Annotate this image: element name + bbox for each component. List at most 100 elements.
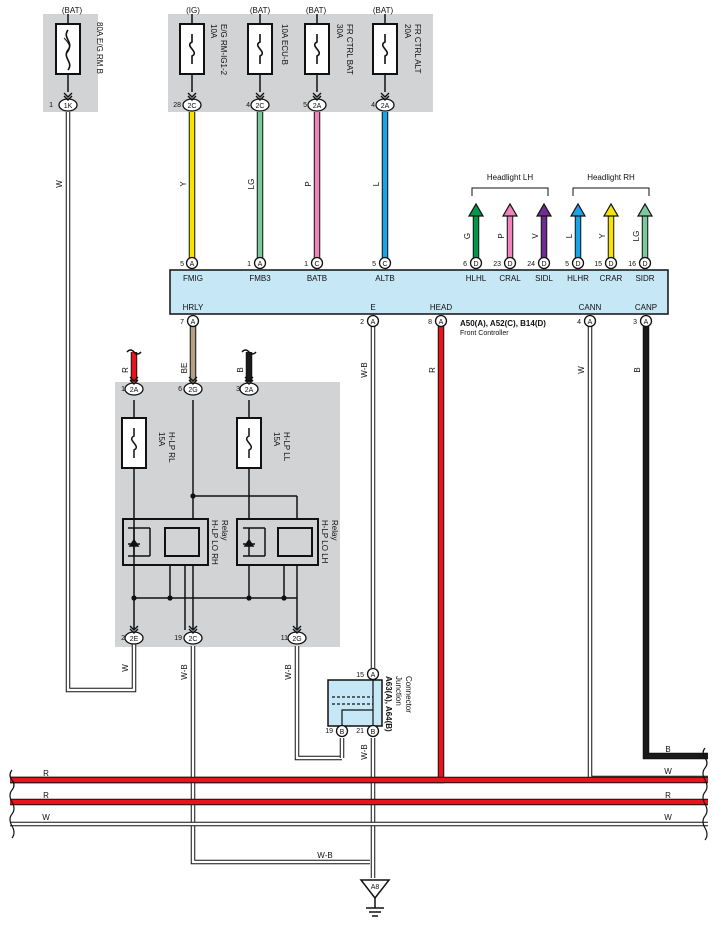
fuse-label-15a-rl-amp: 15A <box>157 432 166 447</box>
fuse-label-15a-ll-name: H-LP LL <box>282 432 291 462</box>
chevron-icon <box>188 625 198 634</box>
fuse-icon <box>313 34 321 64</box>
pin-name-canp: CANP <box>635 303 657 312</box>
junction-connector <box>327 679 383 727</box>
connector-label: D <box>608 261 613 268</box>
connector-label: D <box>507 261 512 268</box>
connector-ctrl-sidr: D <box>638 256 652 270</box>
pin-number: 7 <box>180 319 184 326</box>
pin-number: 16 <box>628 261 636 268</box>
chevron-icon <box>129 625 139 634</box>
pin-number: 8 <box>428 319 432 326</box>
wire-arrowhead <box>636 202 654 217</box>
connector-ctrl-cral: D <box>503 256 517 270</box>
connector-label: 2C <box>189 636 198 643</box>
fuse-icon <box>246 428 252 458</box>
bus-end-tildes <box>9 747 708 841</box>
pin-number: 19 <box>174 635 182 642</box>
connector-ctrl-canp: A <box>639 314 653 328</box>
connector-label: C <box>314 261 319 268</box>
bus-label: B <box>665 745 670 754</box>
pin-number: 4 <box>371 102 375 109</box>
connector-label: 2C <box>256 103 265 110</box>
pin-number: 3 <box>633 319 637 326</box>
fusible-link-icon <box>65 29 71 71</box>
connector-ctrl-altb: C <box>378 256 392 270</box>
connector-2c-4: 2C <box>250 98 270 112</box>
pin-number: 15 <box>594 261 602 268</box>
wire-label: Y <box>598 233 607 239</box>
connector-ctrl-sidl: D <box>537 256 551 270</box>
connector-label: 2A <box>245 387 254 394</box>
connector-label: B <box>340 729 345 736</box>
pin-number: 5 <box>372 261 376 268</box>
pin-name-head: HEAD <box>430 303 452 312</box>
pin-number: 11 <box>281 635 288 642</box>
connector-label: A <box>258 261 263 268</box>
pin-name-sidl: SIDL <box>535 274 553 283</box>
pin-number: 28 <box>173 102 181 109</box>
source-label-1: (BAT) <box>62 6 83 15</box>
controller-subtitle: Front Controller <box>460 330 509 337</box>
headlight-lh-label: Headlight LH <box>487 173 533 182</box>
wire-label: B <box>236 367 245 372</box>
connector-relay-out-2e: 2E <box>124 631 144 645</box>
controller-top-pins: FMIG FMB3 BATB ALTB HLHL CRAL SIDL HLHR … <box>183 274 655 283</box>
pin-name-batb: BATB <box>307 274 327 283</box>
pin-name-cann: CANN <box>579 303 602 312</box>
controller-top-pin-numbers: 5 1 1 5 6 23 24 5 15 16 <box>180 261 636 268</box>
headlight-rh-bracket <box>572 187 650 196</box>
connector-label: A <box>644 319 649 326</box>
source-labels: (BAT) (IG) (BAT) (BAT) (BAT) <box>62 6 394 15</box>
pin-number: 5 <box>180 261 184 268</box>
connector-2c-28: 2C <box>182 98 202 112</box>
wire-label: BE <box>180 363 189 374</box>
wire-label: W <box>577 366 586 374</box>
splice-dots <box>131 493 287 601</box>
connector-label: 2E <box>130 636 139 643</box>
pin-number: 5 <box>565 261 569 268</box>
connector-ctrl-fmig: A <box>185 256 199 270</box>
connector-label: A <box>371 672 376 679</box>
wire-label: L <box>372 181 381 186</box>
pin-name-sidr: SIDR <box>635 274 654 283</box>
connector-label: D <box>473 261 478 268</box>
wire-label: Y <box>179 181 188 187</box>
wire-outline <box>642 326 708 760</box>
wire-label: P <box>304 181 313 186</box>
fuse-label-30a-amp: 30A <box>335 24 344 39</box>
headlight-rh-label: Headlight RH <box>587 173 635 182</box>
wire-label: R <box>121 367 130 373</box>
relay-internal <box>121 400 319 630</box>
connector-relay-in-2a-1: 2A <box>124 382 144 396</box>
connector-relay-in-2g-6: 2G <box>183 382 203 396</box>
source-label-5: (BAT) <box>373 6 394 15</box>
wire-label: W-B <box>284 664 293 679</box>
fuse-icon <box>188 34 196 64</box>
pin-number: 4 <box>246 102 250 109</box>
junction-subtitle-line1: Junction <box>394 676 403 706</box>
bus-wires <box>10 776 708 827</box>
pin-number: 23 <box>493 261 501 268</box>
wire-label: G <box>463 233 472 239</box>
relay-output-wires <box>190 646 370 865</box>
wire-label: W <box>55 180 64 188</box>
connector-junc-19b: B <box>335 724 349 738</box>
connector-label: A <box>190 261 195 268</box>
pin-number: 1 <box>247 261 251 268</box>
connector-layer: 1K 2C 2C 2A 2A A A C C D D D D D D A A A… <box>58 98 653 738</box>
connector-ctrl-fmb3: A <box>253 256 267 270</box>
pin-number: 15 <box>356 672 364 679</box>
connector-ctrl-batb: C <box>310 256 324 270</box>
junction-subtitle-line2: Connector <box>404 676 413 713</box>
wire-arrowhead <box>569 202 587 217</box>
fuse-label-80a: 80A E/G RM B <box>95 22 104 74</box>
connector-ctrl-hrly: A <box>186 314 200 328</box>
connector-ctrl-crar: D <box>604 256 618 270</box>
chevron-icon <box>380 92 390 101</box>
wire-arrowhead <box>501 202 519 217</box>
wire-wb-19 <box>191 646 370 864</box>
fuse-label-20a-name: FR CTRL ALT <box>413 24 422 73</box>
pin-number: 4 <box>577 319 581 326</box>
